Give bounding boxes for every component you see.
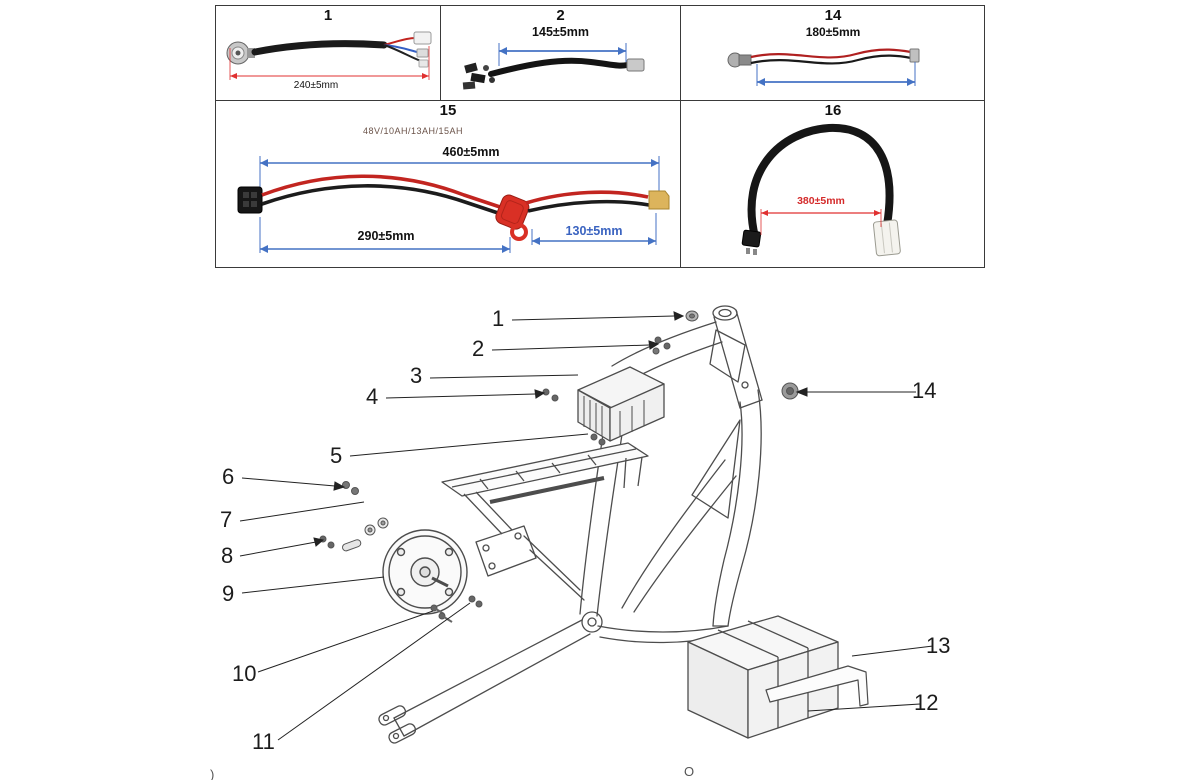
xt60-connector-icon bbox=[648, 190, 670, 210]
black-plug-icon bbox=[741, 229, 762, 255]
fuse-holder-icon bbox=[495, 194, 530, 241]
dimension-label-total: 460±5mm bbox=[442, 145, 500, 159]
callout-4: 4 bbox=[366, 384, 379, 409]
callout-14: 14 bbox=[912, 378, 937, 403]
battery-spec-label: 48V/10AH/13AH/15AH bbox=[362, 126, 464, 136]
cable-drawing-part-2 bbox=[462, 43, 645, 90]
table-cell-part-16: 16 380±5mm bbox=[681, 101, 985, 268]
callout-9: 9 bbox=[222, 581, 235, 606]
cable-drawing-part-15 bbox=[237, 156, 670, 253]
gray-plug-icon bbox=[626, 58, 645, 72]
callout-2: 2 bbox=[472, 336, 485, 361]
white-plug-icon bbox=[872, 219, 901, 257]
cable-drawing-part-16 bbox=[741, 123, 901, 257]
white-plug-icon bbox=[413, 31, 432, 45]
seat-rack-drawing bbox=[441, 442, 649, 535]
callout-13: 13 bbox=[926, 633, 951, 658]
cable-drawing-part-1 bbox=[226, 31, 432, 80]
dimension-label-right: 130±5mm bbox=[565, 224, 623, 238]
exploded-frame-diagram bbox=[180, 290, 1000, 780]
dimension-line-red bbox=[229, 46, 430, 80]
dimension-label-left: 290±5mm bbox=[357, 229, 415, 243]
part-number-label: 15 bbox=[439, 102, 457, 119]
callout-6: 6 bbox=[222, 464, 235, 489]
dimension-line-blue bbox=[498, 43, 627, 66]
cable-drawing-part-14 bbox=[727, 48, 920, 86]
dimension-label: 240±5mm bbox=[293, 80, 339, 91]
cable-parts-table: 1 240±5mm bbox=[215, 5, 985, 268]
callout-11: 11 bbox=[252, 729, 275, 754]
motor-drawing bbox=[382, 529, 468, 615]
table-cell-part-2: 2 145±5mm bbox=[441, 6, 681, 101]
dimension-label: 180±5mm bbox=[805, 25, 861, 39]
battery-strap-drawing bbox=[765, 665, 869, 707]
part-number-label: 14 bbox=[824, 7, 842, 24]
frame-line-art bbox=[239, 305, 934, 744]
table-cell-part-15: 15 48V/10AH/13AH/15AH 460±5mm 290±5mm 13… bbox=[216, 101, 681, 268]
dimension-line-blue bbox=[756, 62, 916, 86]
barrel-connector-icon bbox=[727, 52, 752, 68]
dimension-line-red bbox=[760, 209, 882, 235]
callout-1: 1 bbox=[492, 306, 505, 331]
black-connector-icon bbox=[237, 186, 263, 214]
callout-7: 7 bbox=[220, 507, 233, 532]
dimension-line-left-blue bbox=[259, 217, 511, 253]
frame-drawing bbox=[378, 305, 763, 744]
battery-drawing bbox=[687, 615, 839, 739]
part-number-label: 1 bbox=[323, 7, 333, 24]
dimension-label: 145±5mm bbox=[532, 25, 589, 39]
stray-mark-2: O bbox=[684, 764, 695, 779]
stray-mark-1: ) bbox=[210, 767, 215, 780]
hardware-parts-drawing bbox=[319, 310, 799, 623]
leader-lines bbox=[239, 311, 934, 741]
controller-drawing bbox=[577, 366, 665, 442]
callout-12: 12 bbox=[914, 690, 939, 715]
part-number-label: 2 bbox=[556, 7, 565, 24]
dimension-line-right-blue bbox=[531, 213, 657, 245]
table-cell-part-1: 1 240±5mm bbox=[216, 6, 441, 101]
table-cell-part-14: 14 180±5mm bbox=[681, 6, 985, 101]
dc-jack-connector-icon bbox=[226, 41, 255, 65]
dimension-label: 380±5mm bbox=[797, 195, 845, 207]
end-plug-icon bbox=[909, 48, 920, 63]
callout-5: 5 bbox=[330, 443, 343, 468]
callout-3: 3 bbox=[410, 363, 423, 388]
connector-cluster-icon bbox=[462, 62, 495, 90]
part-number-label: 16 bbox=[824, 102, 842, 119]
callout-10: 10 bbox=[232, 661, 257, 686]
callout-8: 8 bbox=[221, 543, 234, 568]
